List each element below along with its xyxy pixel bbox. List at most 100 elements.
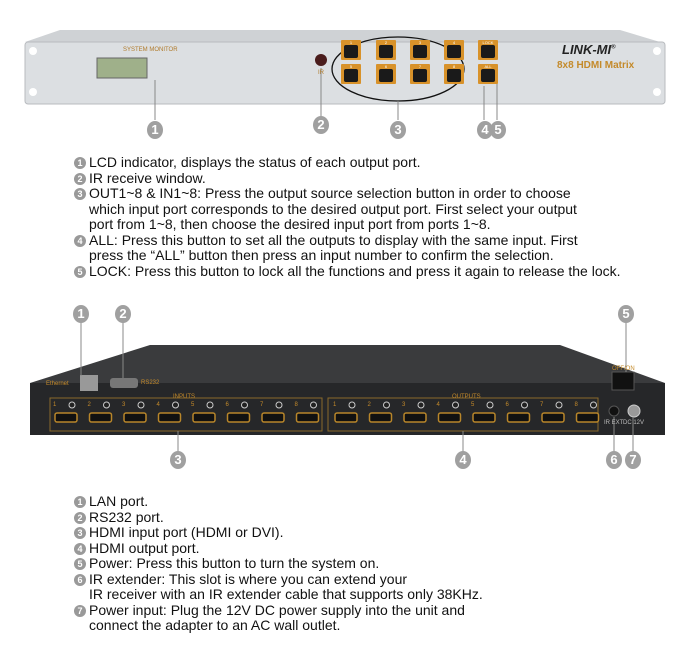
number-badge: 1 [74,496,86,508]
port-number: 2 [367,402,371,408]
hdmi-input-7 [261,412,285,423]
indicator-led [241,401,248,409]
description-line: ALL: Press this button to set all the ou… [89,231,578,248]
port-number: 1 [53,402,57,408]
indicator-led [521,401,528,409]
back-panel [30,383,665,435]
hdmi-output-4 [437,412,462,423]
back-callout-7: 7 [625,451,641,469]
description-line: press the “ALL” button then press an inp… [89,247,554,263]
description-line: IR receive window. [89,169,206,186]
indicator-led [590,401,597,409]
hdmi-output-5 [472,412,496,423]
button-label: 5 [349,64,353,69]
description-line: OUT1~8 & IN1~8: Press the output source … [89,185,571,201]
hdmi-input-1 [54,412,78,423]
callout-4: 4 [477,121,493,139]
port-number: 3 [122,402,126,408]
number-badge: 6 [74,573,86,586]
irext-label: IR EXT [604,420,624,426]
outputs-label: OUTPUTS [452,394,481,400]
dc-label: DC 12V [623,420,645,426]
select-button-5[interactable]: 5 [341,64,361,84]
port-number: 8 [294,402,298,408]
port-number: 7 [260,402,264,408]
indicator-led [310,401,317,409]
select-button-3[interactable]: 3 [410,40,430,60]
port-number: 6 [225,402,229,408]
description-line: which input port corresponds to the desi… [89,200,577,217]
button-label: 4 [452,40,456,45]
select-button-7[interactable]: 7 [410,64,430,84]
hdmi-input-5 [192,412,216,423]
button-label: LOCK [482,40,494,45]
rs232-label: RS232 [141,380,160,386]
port-number: 5 [191,402,195,408]
button-key [447,45,461,58]
brand-logo: LINK-MI® [562,42,616,57]
indicator-led [555,401,563,409]
description-line: port from 1~8, then choose the desired i… [89,216,491,232]
select-button-8[interactable]: 8 [444,64,464,84]
indicator-led [103,401,110,409]
description-line: IR receiver with an IR extender cable th… [89,586,483,602]
callout-5: 5 [490,121,506,139]
indicator-led [383,401,390,409]
select-button-2[interactable]: 2 [376,40,396,60]
description-line: Power input: Plug the 12V DC power suppl… [89,601,465,618]
number-badge: 3 [74,188,86,200]
hdmi-output-8 [575,412,600,423]
hdmi-output-1 [334,412,358,423]
indicator-led [137,401,145,409]
select-button-1[interactable]: 1 [341,40,361,60]
button-key [413,45,427,58]
number-badge: 7 [74,604,86,617]
lcd-display [96,57,148,79]
hdmi-input-8 [295,412,320,423]
number-badge: 4 [74,542,86,555]
indicator-led [275,401,283,409]
port-number: 4 [436,402,440,408]
port-number: 6 [505,402,509,408]
description-line: RS232 port. [89,508,164,525]
description-line: connect the adapter to an AC wall outlet… [89,617,341,633]
number-badge: 4 [74,234,86,247]
all-button[interactable]: ALL [478,64,498,84]
lock-button[interactable]: LOCK [478,40,498,60]
description-line: IR extender: This slot is where you can … [89,570,408,587]
port-number: 4 [156,402,160,408]
button-label: 1 [349,40,353,45]
power-label: OFF/ON [612,366,635,372]
back-callout-4: 4 [455,451,471,469]
button-label: 7 [418,64,422,69]
number-badge: 3 [74,527,86,539]
description-line: LAN port. [89,493,149,509]
indicator-led [206,401,214,409]
indicator-led [68,401,76,409]
back-callout-5: 5 [618,305,634,323]
port-number: 2 [87,402,91,408]
system-monitor-label: SYSTEM MONITOR [123,47,178,53]
indicator-led [172,401,179,409]
model-label: 8x8 HDMI Matrix [557,60,635,71]
description-line: LCD indicator, displays the status of ea… [89,154,421,170]
description-line: Power: Press this button to turn the sys… [89,555,380,571]
back-callout-1: 1 [73,305,89,323]
port-number: 7 [540,402,544,408]
description-line: LOCK: Press this button to lock all the … [89,262,621,279]
hdmi-input-6 [226,412,251,423]
number-badge: 1 [74,157,86,169]
indicator-led [486,401,494,409]
hdmi-output-2 [368,412,393,423]
select-button-6[interactable]: 6 [376,64,396,84]
port-number: 8 [574,402,578,408]
button-key [344,45,358,58]
select-button-4[interactable]: 4 [444,40,464,60]
button-key [413,69,427,82]
